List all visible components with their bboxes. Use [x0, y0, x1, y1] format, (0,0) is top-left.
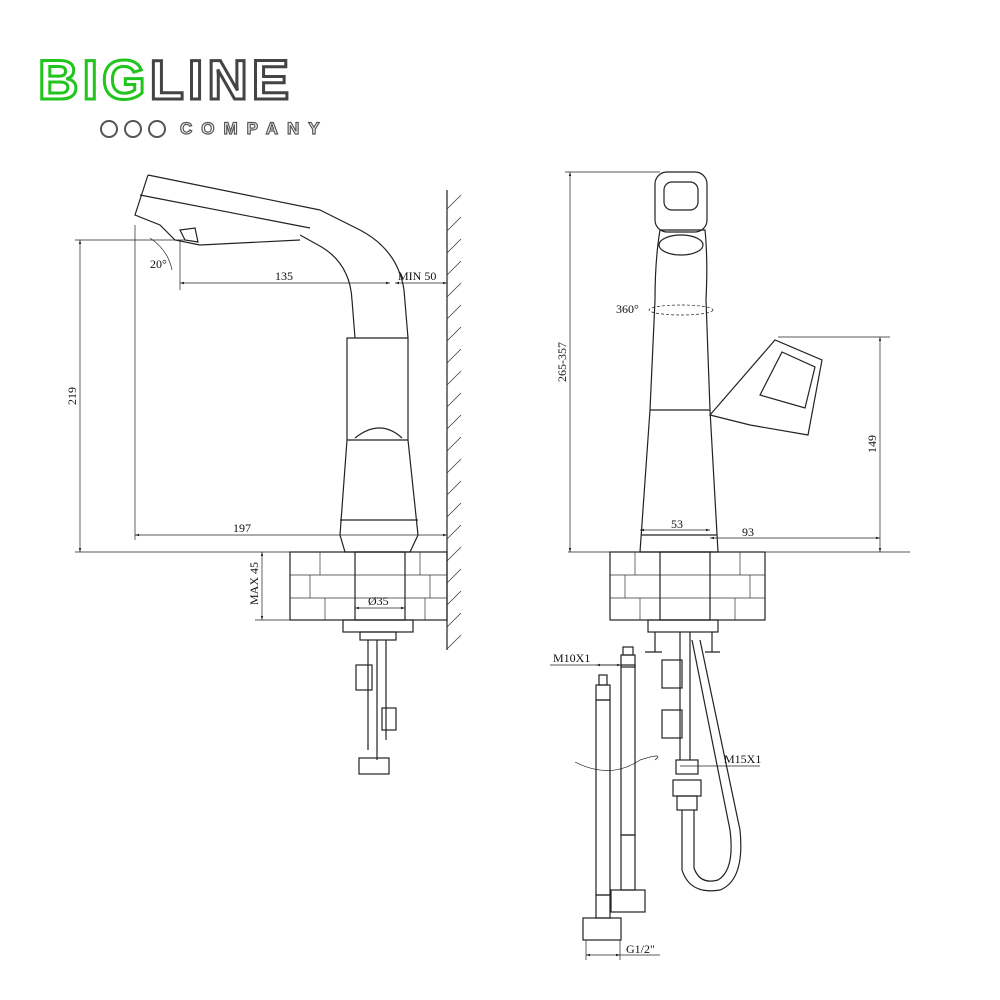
mounting-rod	[679, 632, 691, 760]
mounting-nut	[358, 757, 390, 775]
mounting-plate	[647, 619, 719, 633]
hatch-line	[446, 414, 462, 430]
rotation-label: 360°	[616, 302, 639, 316]
front-view: 360° 265-357 149 53 93 M10X1 M15X1 G1/2"	[550, 171, 910, 960]
countertop-bricks-right	[609, 551, 766, 621]
hatch-line	[446, 238, 462, 254]
hatch-line	[446, 634, 462, 650]
hatch-line	[446, 304, 462, 320]
reach-label: 135	[275, 269, 293, 283]
handle-lever	[354, 427, 403, 439]
faucet-head	[654, 171, 708, 233]
counter-max-label: MAX 45	[247, 562, 261, 605]
logo-text-big: BIG	[37, 47, 150, 113]
hatch-line	[446, 480, 462, 496]
inlet-nut-2	[610, 889, 646, 913]
spray-height-label: 149	[865, 435, 879, 453]
hatch-line	[446, 502, 462, 518]
spray-offset-label: 93	[742, 525, 754, 539]
hatch-line	[446, 282, 462, 298]
inlet-hose-2	[620, 664, 636, 836]
wall-min-label: MIN 50	[398, 269, 436, 283]
side-view: 20° 135 MIN 50 219 197 MAX 45 Ø35	[65, 174, 462, 775]
wall-hatching	[446, 194, 462, 650]
g12-thread-label: G1/2"	[626, 942, 655, 956]
hatch-line	[446, 194, 462, 210]
height-range-label: 265-357	[555, 342, 569, 382]
hatch-line	[446, 612, 462, 628]
spray-outlet	[179, 227, 199, 243]
height-label: 219	[65, 387, 79, 405]
logo-subtitle: COMPANY	[179, 118, 329, 138]
hole-dia-label: Ø35	[368, 594, 389, 608]
hatch-line	[446, 392, 462, 408]
mounting-rod	[367, 640, 387, 760]
spray-head	[134, 174, 321, 246]
faucet-body	[639, 229, 719, 553]
pull-out-hose	[681, 639, 742, 892]
hatch-line	[446, 458, 462, 474]
logo-circle-icon	[124, 120, 142, 138]
hatch-line	[446, 590, 462, 606]
hatch-line	[446, 546, 462, 562]
inlet-hose-1	[595, 699, 611, 896]
base-width-label: 53	[671, 517, 683, 531]
angle-label: 20°	[150, 257, 167, 271]
pull-out-spray	[708, 339, 823, 436]
faucet-body	[339, 337, 419, 553]
logo-circle-icon	[100, 120, 118, 138]
logo-circle-icon	[148, 120, 166, 138]
hatch-line	[446, 216, 462, 232]
bigline-logo: BIGLINE COMPANY	[37, 47, 368, 143]
hatch-line	[446, 436, 462, 452]
logo-text-line: LINE	[148, 47, 294, 113]
countertop-bricks-left	[289, 551, 448, 621]
m10-thread-label: M10X1	[553, 651, 590, 665]
hatch-line	[446, 326, 462, 342]
m15-thread-label: M15X1	[724, 752, 761, 766]
faucet-neck	[299, 209, 409, 339]
length-label: 197	[233, 521, 251, 535]
m15-connector	[675, 759, 699, 775]
hatch-line	[446, 370, 462, 386]
hatch-line	[446, 568, 462, 584]
hatch-line	[446, 524, 462, 540]
hatch-line	[446, 260, 462, 276]
hatch-line	[446, 348, 462, 364]
inlet-nut-1	[582, 917, 622, 941]
mounting-plate	[342, 619, 414, 633]
